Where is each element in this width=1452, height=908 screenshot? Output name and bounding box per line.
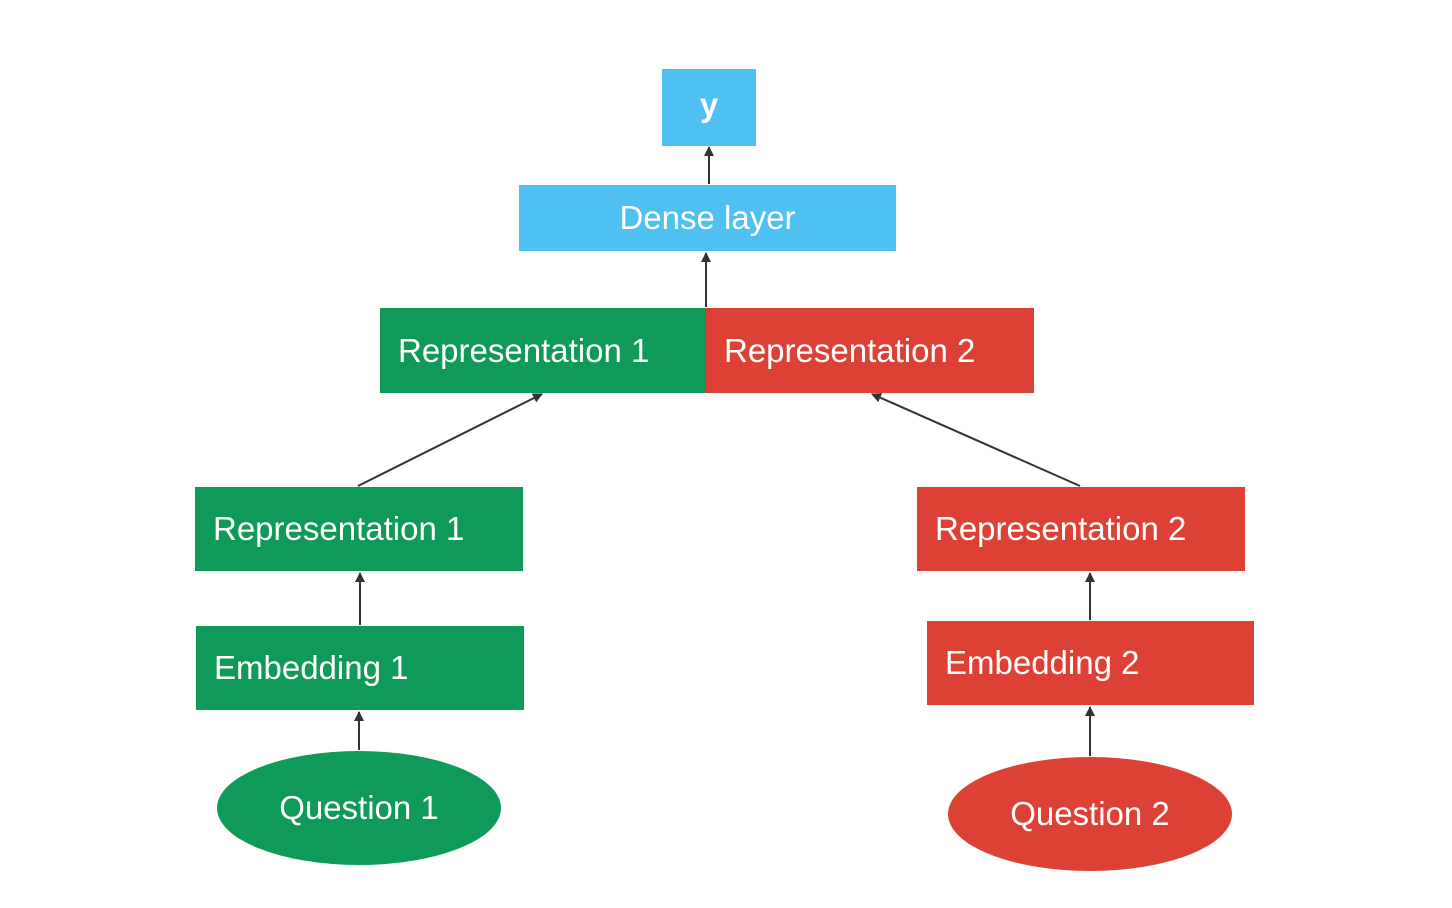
representation-2-node: Representation 2 [917,487,1245,571]
dense-layer-label: Dense layer [619,199,796,236]
merged-representation-2-node: Representation 2 [706,308,1034,393]
embedding-1-label: Embedding 1 [214,649,409,686]
question-2-node: Question 2 [948,757,1232,871]
arrow-left-rep1-to-merge [357,393,543,487]
question-2-label: Question 2 [1010,795,1170,832]
representation-2-label: Representation 2 [935,510,1187,547]
merged-representation-1-label: Representation 1 [398,331,650,369]
question-1-node: Question 1 [217,751,501,865]
output-y-node: y [662,69,756,146]
question-1-label: Question 1 [279,789,439,826]
representation-1-node: Representation 1 [195,487,523,571]
arrow-right-rep2-to-merge [871,393,1081,487]
merged-representation-2-label: Representation 2 [724,331,976,369]
embedding-2-label: Embedding 2 [945,644,1140,681]
embedding-1-node: Embedding 1 [196,626,524,710]
merged-representation-1-node: Representation 1 [380,308,707,393]
representation-1-label: Representation 1 [213,510,465,547]
embedding-2-node: Embedding 2 [927,621,1254,705]
dense-layer-node: Dense layer [519,185,896,251]
output-y-label: y [699,85,719,123]
